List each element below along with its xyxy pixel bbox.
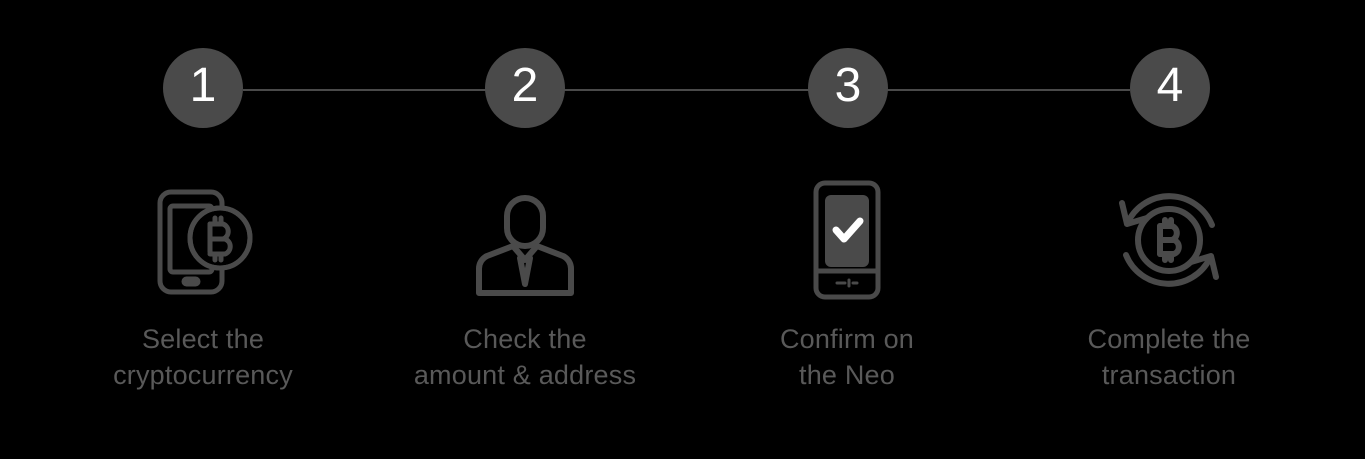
person-suit-icon <box>460 175 590 305</box>
hardware-wallet-check-icon <box>782 175 912 305</box>
step-progress-bar: 1 2 3 4 <box>163 48 1210 132</box>
step-label-4: Complete the transaction <box>1087 324 1251 391</box>
step-column-3: Confirm on the Neo <box>686 175 1008 405</box>
step-node-4[interactable]: 4 <box>1130 48 1210 128</box>
step-column-1: Select the cryptocurrency <box>42 175 364 405</box>
step-column-4: Complete the transaction <box>1008 175 1330 405</box>
step-number-4: 4 <box>1156 59 1184 112</box>
smartphone-bitcoin-icon <box>138 175 268 305</box>
step-number-3: 3 <box>834 59 862 112</box>
step-node-1[interactable]: 1 <box>163 48 243 128</box>
step-node-2[interactable]: 2 <box>485 48 565 128</box>
step-column-2: Check the amount & address <box>364 175 686 405</box>
step-number-2: 2 <box>511 59 539 112</box>
bitcoin-exchange-arrows-icon <box>1104 175 1234 305</box>
progress-connector-line <box>243 89 1130 91</box>
step-label-3: Confirm on the Neo <box>779 324 915 391</box>
step-label-1: Select the cryptocurrency <box>113 324 293 391</box>
step-label-2: Check the amount & address <box>413 324 637 391</box>
step-number-1: 1 <box>189 59 217 112</box>
step-node-3[interactable]: 3 <box>808 48 888 128</box>
step-columns: Select the cryptocurrency Check the amou… <box>0 175 1365 405</box>
